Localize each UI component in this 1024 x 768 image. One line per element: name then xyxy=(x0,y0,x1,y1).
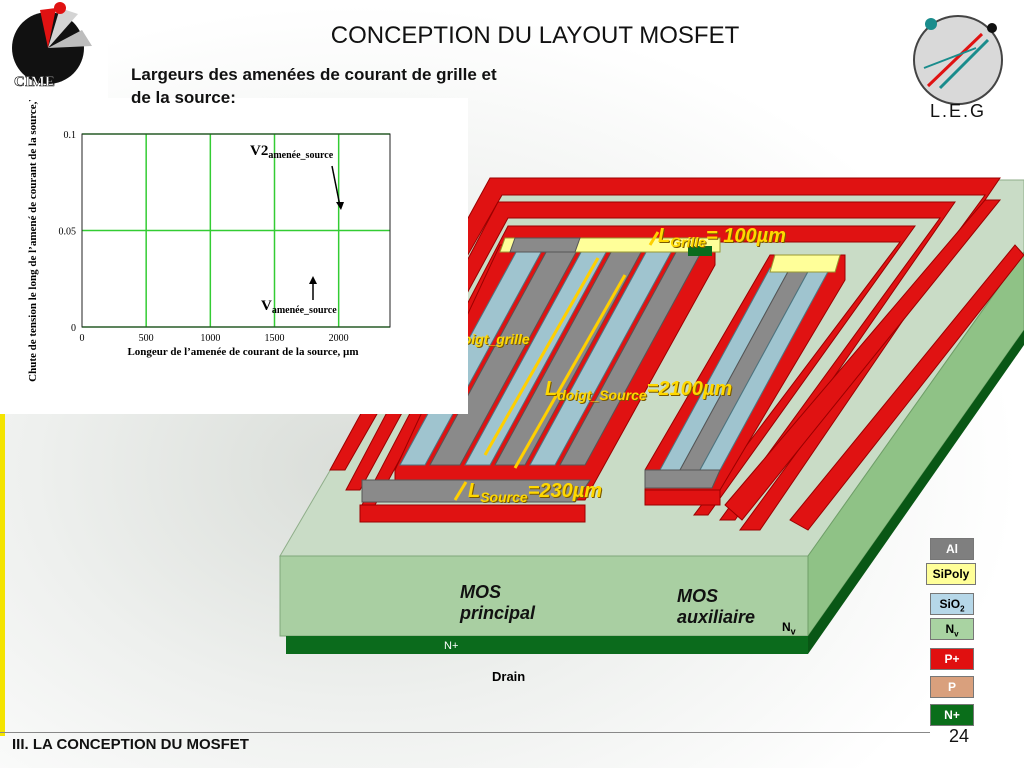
page-title: CONCEPTION DU LAYOUT MOSFET xyxy=(330,22,740,49)
leg-logo: L.E.G xyxy=(913,15,1003,121)
legend-item-al: Al xyxy=(930,538,974,560)
chart-x-tick-label: 1500 xyxy=(265,333,285,344)
chart-y-tick-label: 0.05 xyxy=(59,227,77,238)
p-plus-bar-main xyxy=(359,504,586,523)
p-plus-col-right-1 xyxy=(724,199,1002,521)
annotation-v2-arrowhead xyxy=(336,202,344,210)
annotation-v2-arrow xyxy=(331,165,341,207)
cime-logo-text: CIME xyxy=(14,74,55,90)
mos-principal-label: MOS principal xyxy=(460,582,536,623)
footer-divider xyxy=(0,732,930,733)
aux-source-bar xyxy=(644,469,721,489)
chart-y-tick-label: 0 xyxy=(71,323,76,334)
gate-contact xyxy=(688,246,712,256)
footer-section-title: III. LA CONCEPTION DU MOSFET xyxy=(12,736,249,753)
aux-mos-fingers xyxy=(659,267,831,471)
dimension-arrows xyxy=(453,231,660,501)
dim-source-label: LSource=230µm xyxy=(468,480,603,505)
legend-item-n-v: Nv xyxy=(930,618,974,640)
aux-gate-pad xyxy=(769,254,841,273)
dim-doigt-source-label: Ldoigt_Source=2100µm xyxy=(545,378,733,403)
chart-accent-bar xyxy=(0,116,5,736)
page-ghost-label: N+ xyxy=(974,728,993,744)
chart-y-tick-label: 0.1 xyxy=(64,130,77,141)
nplus-side xyxy=(808,330,1024,654)
chart-plot-frame xyxy=(81,133,391,328)
chart-ylabel: Chute de tension le long de l’amené de c… xyxy=(27,98,39,382)
legend-item-sipoly: SiPoly xyxy=(926,563,976,585)
annotation-v2: V2amenée_source xyxy=(250,143,334,161)
chart-x-tick-label: 500 xyxy=(139,333,154,344)
chart-xlabel: Longeur de l’amenée de courant de la sou… xyxy=(127,346,358,358)
voltage-drop-chart: 0 500 1000 1500 2000 0 0.05 0.1 Chute de tensio… xyxy=(27,77,391,382)
legend-item-sio-2: SiO2 xyxy=(930,593,974,615)
annotation-v1: Vamenée_source xyxy=(261,298,337,316)
p-plus-bar-aux xyxy=(644,489,721,506)
chart-x-tick-label: 2000 xyxy=(329,333,349,344)
leg-logo-text: L.E.G xyxy=(930,101,986,121)
chart-x-tick-label: 0 xyxy=(80,333,85,344)
mos-auxiliaire-label: MOS auxiliaire xyxy=(677,586,756,627)
page-subtitle: Largeurs des amenées de courant de grill… xyxy=(131,65,497,107)
legend-item-p: P xyxy=(930,676,974,698)
legend-item-n-: N+ xyxy=(930,704,974,726)
chart-panel: 0 500 1000 1500 2000 0 0.05 0.1 Chute de tensio… xyxy=(0,77,468,414)
p-plus-col-right-2 xyxy=(789,244,1024,531)
annotation-v1-arrowhead xyxy=(309,276,317,284)
legend-item-p-: P+ xyxy=(930,648,974,670)
page-number: 24 xyxy=(949,726,970,746)
nplus-label: N+ xyxy=(444,640,459,652)
nplus-layer xyxy=(286,636,808,654)
dim-grille-label: LGrille= 100µm xyxy=(658,225,786,250)
substrate-side xyxy=(807,251,1024,638)
nv-label: Nv xyxy=(782,620,796,637)
gate-pad-top xyxy=(509,237,581,253)
chart-x-tick-label: 1000 xyxy=(200,333,220,344)
drain-label: Drain xyxy=(492,669,526,684)
main-mos-source-bar xyxy=(361,479,591,503)
cime-logo: CIME xyxy=(0,0,108,100)
